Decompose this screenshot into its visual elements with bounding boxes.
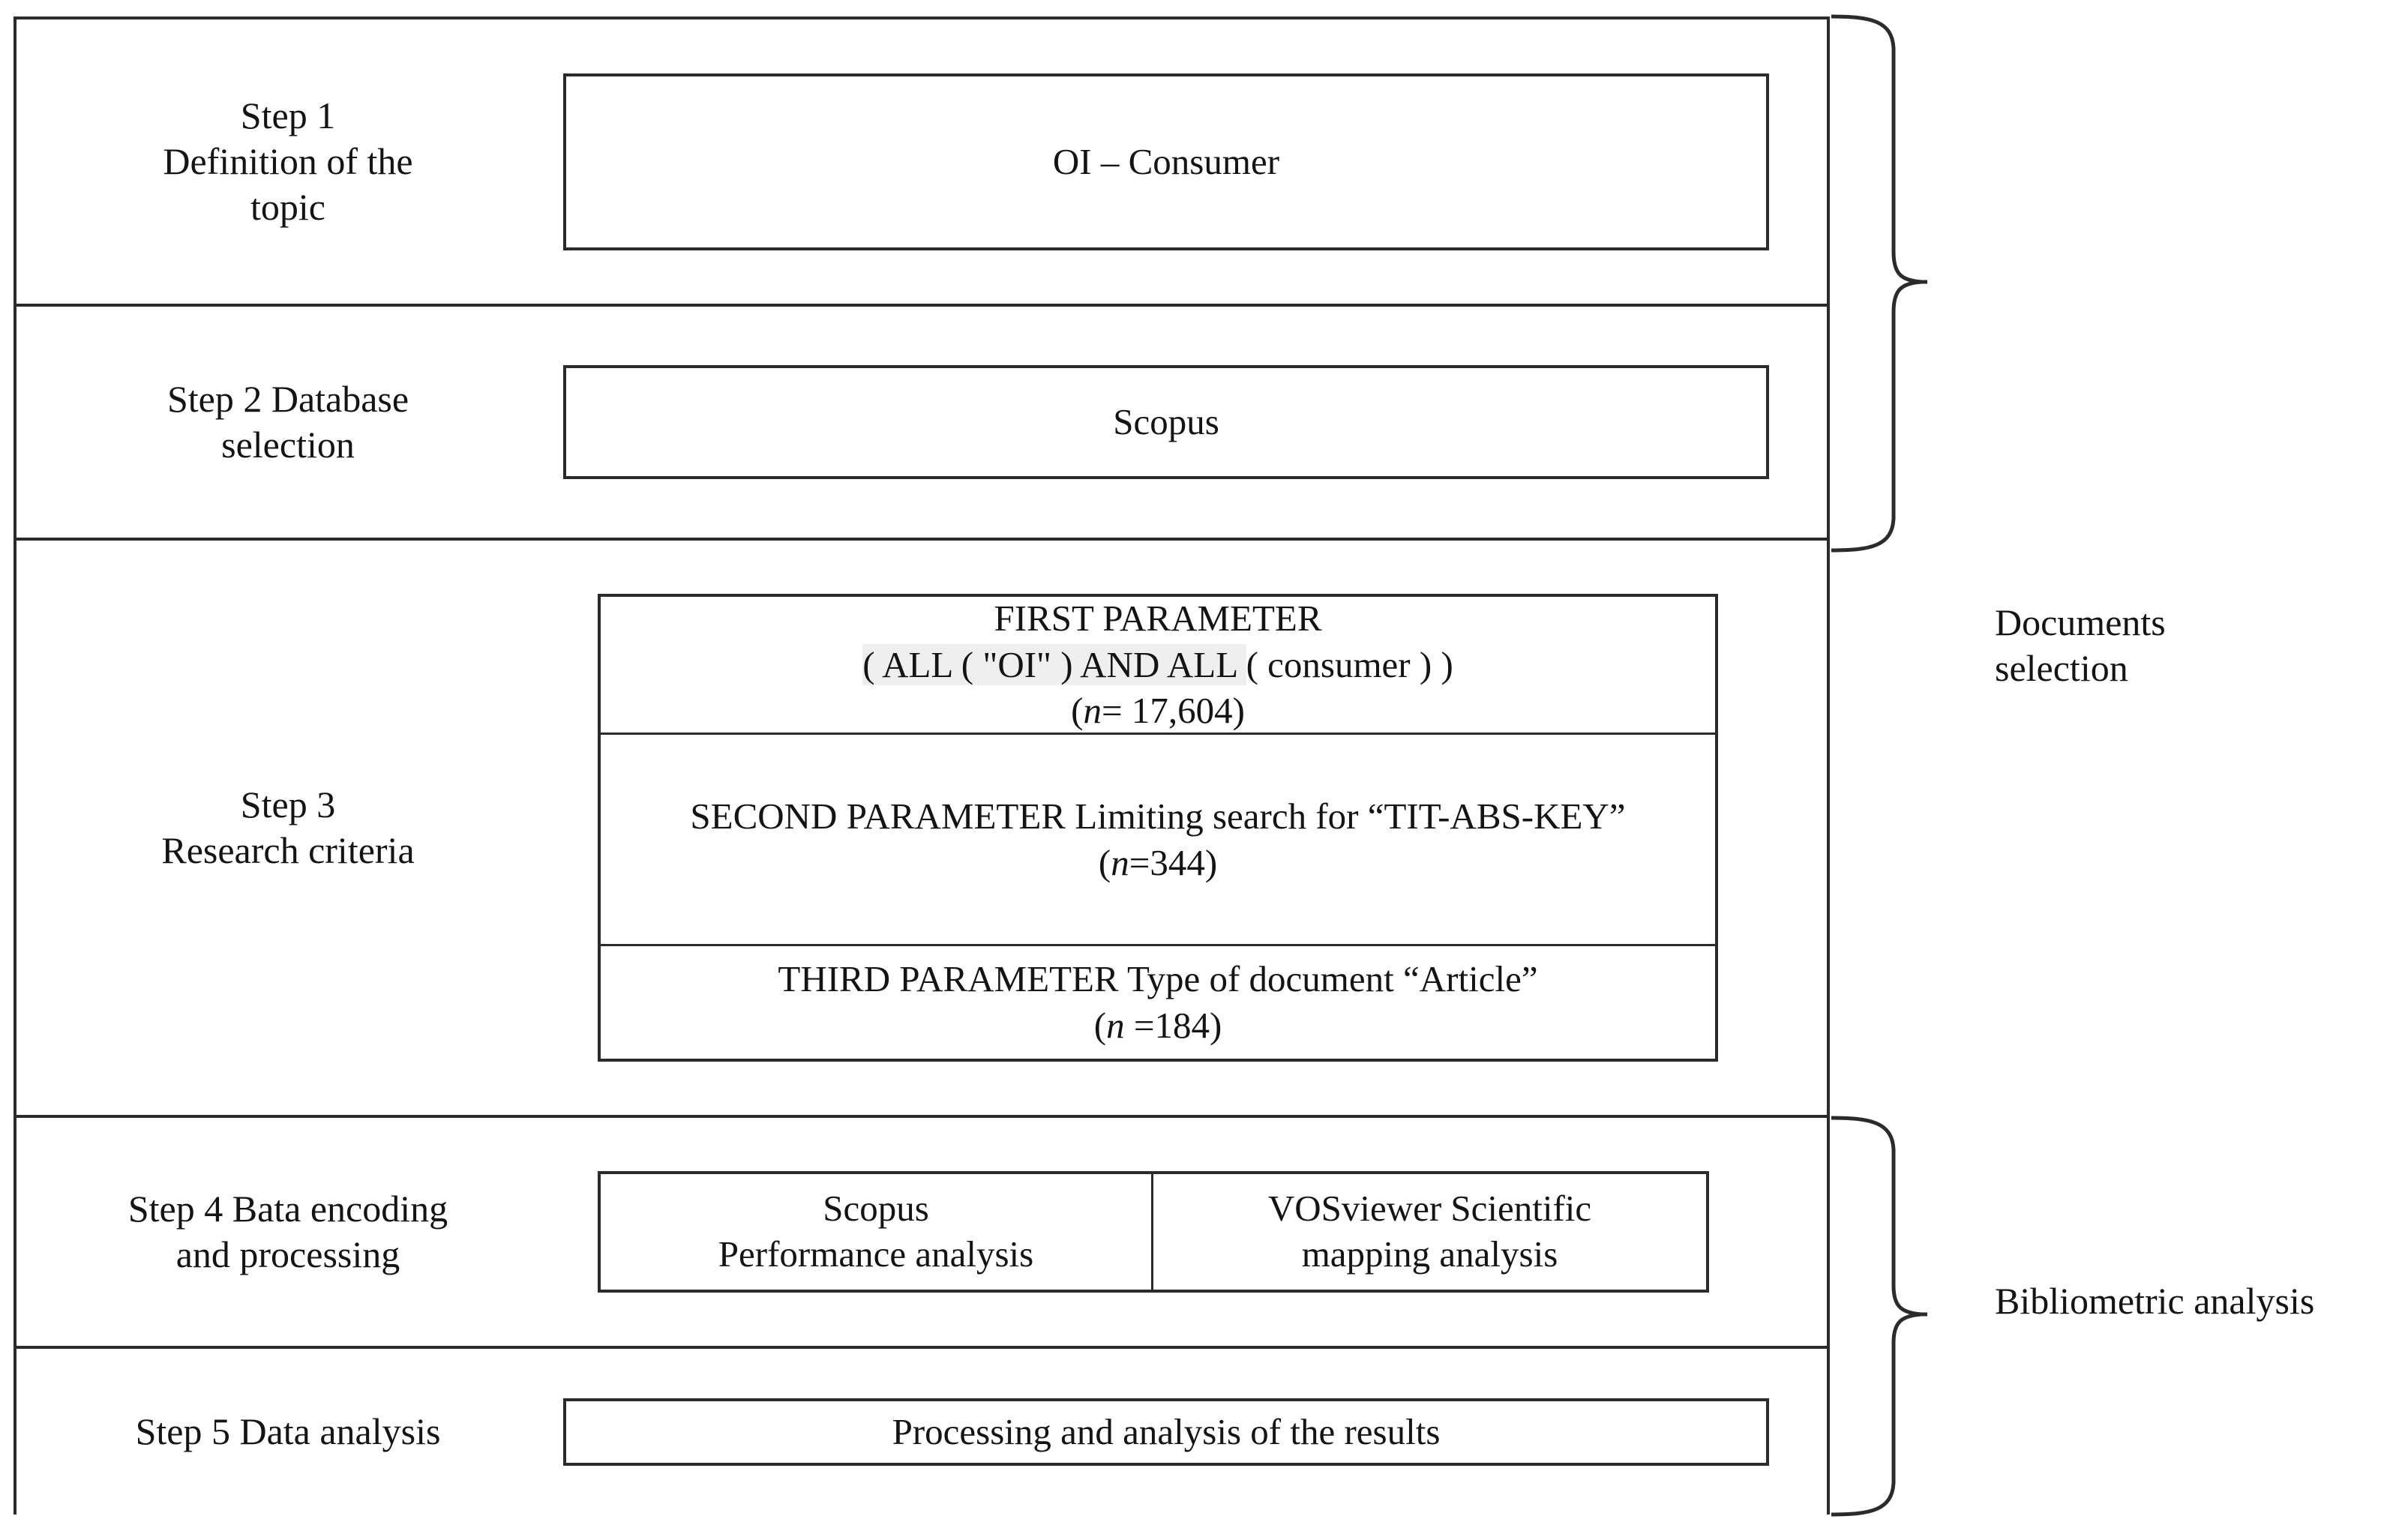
- first-parameter-heading: FIRST PARAMETER: [994, 597, 1322, 639]
- first-count-prefix: (: [1071, 690, 1084, 732]
- first-parameter-query-plain: ( consumer ) ): [1246, 643, 1453, 685]
- third-count-value: =184): [1124, 1005, 1222, 1046]
- second-parameter-heading: SECOND PARAMETER Limiting search for “TI…: [690, 795, 1626, 837]
- step-5-results-box: Processing and analysis of the results: [563, 1398, 1769, 1466]
- first-count-n: n: [1083, 690, 1102, 732]
- first-parameter-count: (n= 17,604): [1071, 688, 1245, 734]
- first-count-value: = 17,604): [1101, 690, 1245, 732]
- third-count-n: n: [1106, 1005, 1125, 1046]
- step-1-topic-text: OI – Consumer: [1052, 140, 1280, 182]
- first-parameter-query-highlighted: ( ALL ( "OI" ) AND ALL: [862, 643, 1246, 685]
- third-count-prefix: (: [1093, 1005, 1107, 1046]
- bibliometric-analysis-label: Bibliometric analysis: [1995, 1280, 2315, 1322]
- step-2-database-box: Scopus: [563, 365, 1769, 479]
- brace-curly-icon: [1831, 14, 1927, 553]
- documents-selection-brace: [1830, 13, 1927, 553]
- step-3-content: FIRST PARAMETER ( ALL ( "OI" ) AND ALL (…: [559, 594, 1827, 1062]
- brace-curly-icon: [1831, 1116, 1927, 1517]
- second-parameter-cell: SECOND PARAMETER Limiting search for “TI…: [601, 735, 1715, 946]
- step-5-label: Step 5 Data analysis: [135, 1410, 441, 1452]
- step-5-results-text: Processing and analysis of the results: [892, 1410, 1441, 1452]
- step-5-content: Processing and analysis of the results: [559, 1398, 1827, 1466]
- step-1-topic-box: OI – Consumer: [563, 73, 1769, 250]
- step-2-content: Scopus: [559, 365, 1827, 479]
- step-2-database-text: Scopus: [1113, 401, 1219, 443]
- third-parameter-heading: THIRD PARAMETER Type of document “Articl…: [778, 958, 1538, 1000]
- third-parameter-cell: THIRD PARAMETER Type of document “Articl…: [601, 946, 1715, 1059]
- research-criteria-stack: FIRST PARAMETER ( ALL ( "OI" ) AND ALL (…: [598, 594, 1718, 1062]
- step-1-content: OI – Consumer: [559, 73, 1827, 250]
- first-parameter-cell: FIRST PARAMETER ( ALL ( "OI" ) AND ALL (…: [601, 597, 1715, 735]
- third-parameter-count: (n =184): [1094, 1002, 1222, 1049]
- second-count-prefix: (: [1098, 841, 1111, 883]
- second-parameter-count: (n=344): [1099, 840, 1217, 886]
- second-count-value: =344): [1129, 841, 1218, 883]
- bibliometric-analysis-brace: [1830, 1115, 1927, 1518]
- first-parameter-query: ( ALL ( "OI" ) AND ALL ( consumer ) ): [862, 642, 1453, 688]
- step-row-5: Step 5 Data analysis Processing and anal…: [16, 1349, 1827, 1515]
- second-count-n: n: [1111, 841, 1129, 883]
